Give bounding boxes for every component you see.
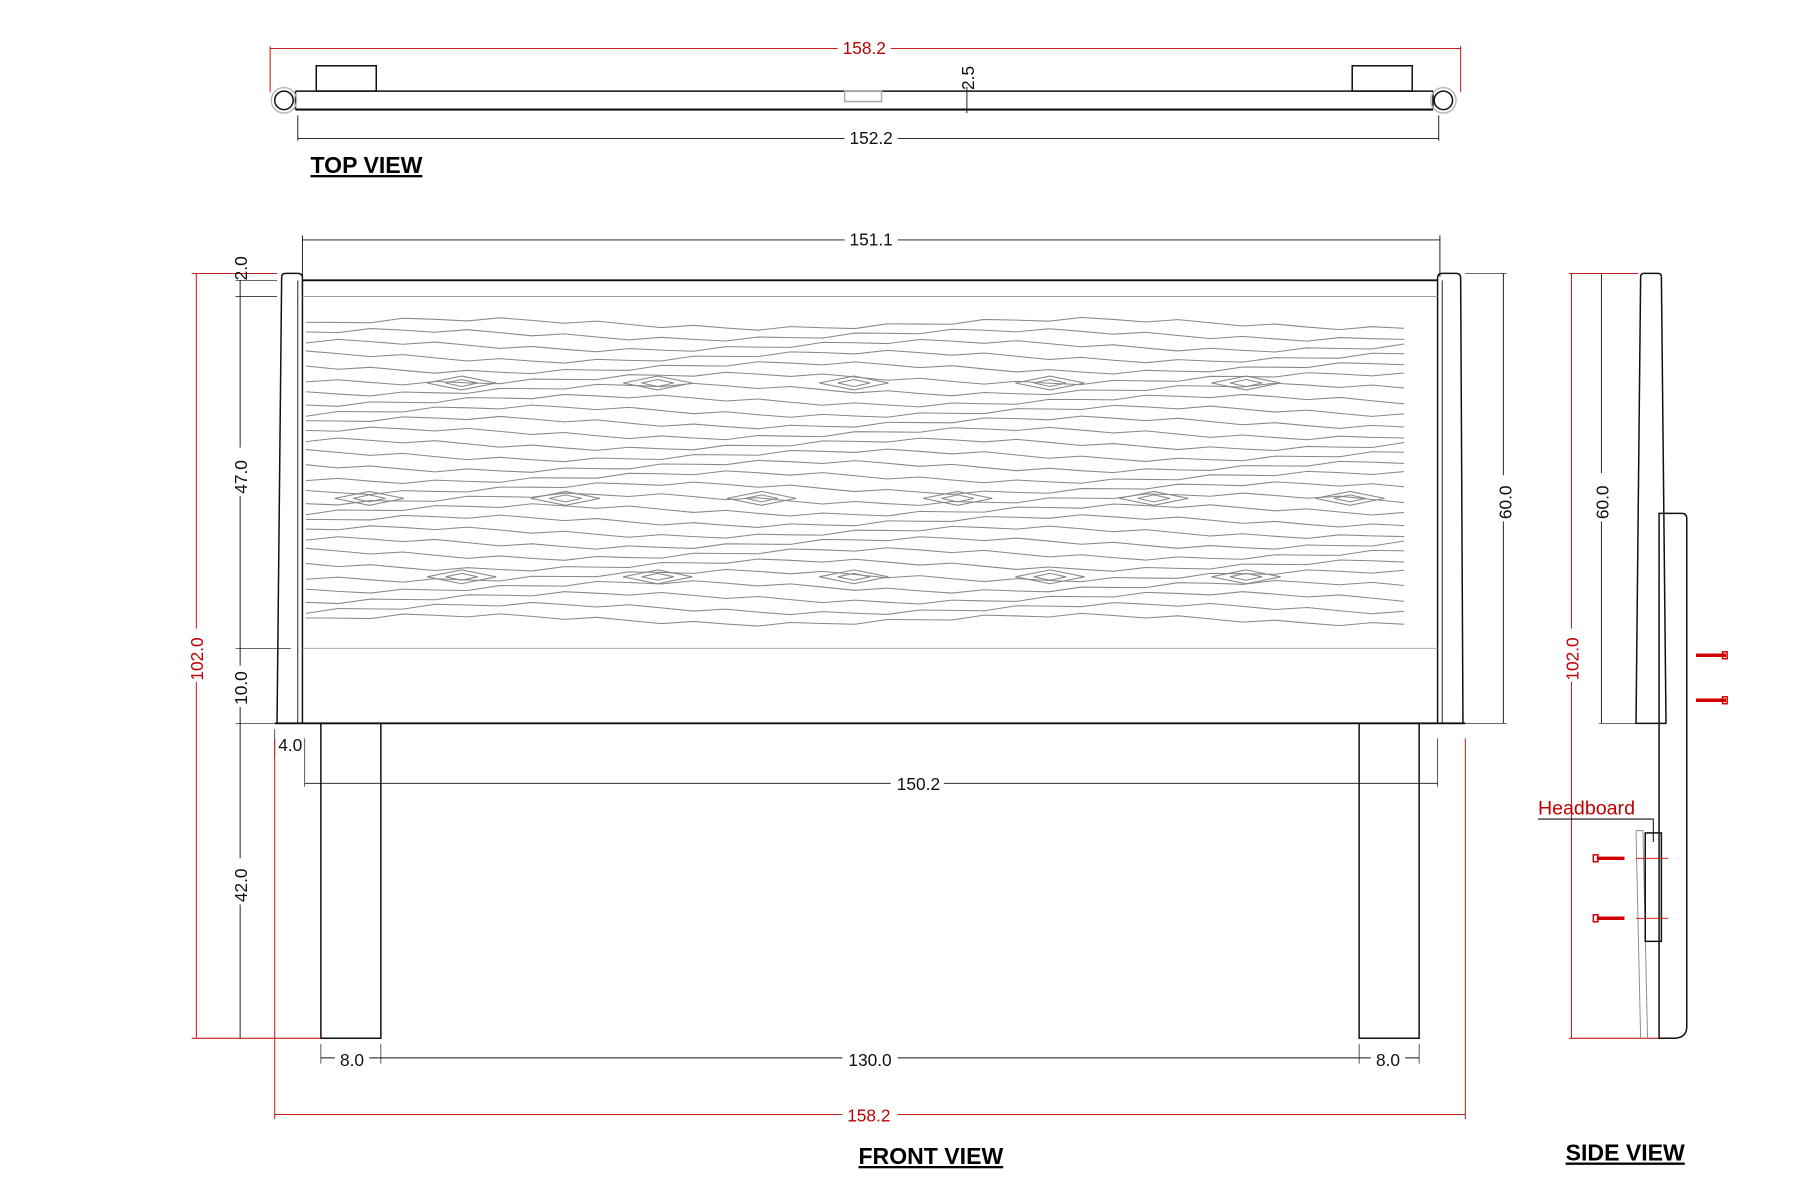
grain-knot bbox=[1211, 375, 1281, 391]
panel-height: 47.0 bbox=[231, 460, 251, 494]
grain-knot bbox=[530, 490, 601, 506]
grain-line bbox=[305, 579, 1405, 594]
grain-line bbox=[305, 481, 1405, 496]
wood-grain bbox=[305, 316, 1405, 627]
grain-line bbox=[305, 448, 1405, 463]
grain-line bbox=[305, 426, 1405, 441]
top-inner-width: 152.2 bbox=[850, 128, 893, 148]
grain-line bbox=[305, 459, 1405, 474]
grain-knot bbox=[426, 569, 497, 585]
grain-knot bbox=[922, 490, 993, 506]
leg-spacing: 130.0 bbox=[848, 1050, 891, 1070]
grain-line bbox=[305, 547, 1405, 561]
front-view-title: FRONT VIEW bbox=[858, 1143, 1003, 1169]
grain-line bbox=[305, 415, 1405, 430]
grain-line bbox=[305, 536, 1405, 550]
screw-icons bbox=[1592, 651, 1728, 923]
grain-knot bbox=[726, 490, 797, 506]
grain-line bbox=[305, 437, 1405, 452]
grain-knot bbox=[1119, 490, 1189, 506]
panel-width: 151.1 bbox=[850, 230, 893, 250]
grain-knot bbox=[1015, 375, 1085, 391]
grain-line bbox=[305, 328, 1405, 342]
grain-line bbox=[305, 404, 1405, 418]
grain-knot bbox=[334, 490, 405, 506]
grain-line bbox=[305, 349, 1405, 364]
side-total-height: 102.0 bbox=[1562, 637, 1582, 680]
grain-line bbox=[305, 601, 1405, 616]
grain-line bbox=[305, 382, 1405, 397]
side-headboard-height: 60.0 bbox=[1592, 485, 1612, 519]
leg-width-left: 8.0 bbox=[340, 1050, 364, 1070]
grain-line bbox=[305, 371, 1405, 386]
grain-line bbox=[305, 316, 1405, 331]
post-width: 4.0 bbox=[278, 735, 302, 755]
grain-line bbox=[305, 525, 1405, 539]
side-view-title: SIDE VIEW bbox=[1566, 1140, 1685, 1166]
grain-knot bbox=[426, 375, 497, 391]
grain-knot bbox=[1211, 569, 1281, 585]
grain-knot bbox=[819, 375, 889, 391]
grain-knot bbox=[623, 375, 693, 391]
grain-knot bbox=[1015, 569, 1085, 585]
inner-width: 150.2 bbox=[897, 774, 940, 794]
grain-line bbox=[305, 612, 1405, 627]
grain-line bbox=[305, 503, 1405, 517]
top-gap: 2.0 bbox=[231, 256, 251, 280]
bottom-rail-height: 10.0 bbox=[231, 671, 251, 705]
top-overall-width: 158.2 bbox=[843, 38, 886, 58]
grain-knot bbox=[819, 569, 889, 585]
grain-line bbox=[305, 514, 1405, 528]
total-height: 102.0 bbox=[187, 637, 207, 680]
grain-line bbox=[305, 338, 1405, 353]
front-view: 151.1 102.0 2.0 47.0 10.0 42.0 4.0 bbox=[184, 230, 1517, 1169]
top-depth: 2.5 bbox=[958, 66, 978, 90]
grain-line bbox=[305, 393, 1405, 408]
grain-knot bbox=[623, 569, 693, 585]
grain-knot bbox=[1315, 490, 1385, 506]
overall-width: 158.2 bbox=[847, 1105, 890, 1125]
grain-line bbox=[305, 492, 1405, 506]
grain-line bbox=[305, 569, 1405, 583]
leg-width-right: 8.0 bbox=[1376, 1050, 1400, 1070]
top-view: 158.2 2.5 152.2 TOP VIEW bbox=[269, 38, 1462, 178]
headboard-height: 60.0 bbox=[1495, 485, 1515, 519]
headboard-label: Headboard bbox=[1538, 797, 1635, 819]
top-view-title: TOP VIEW bbox=[310, 152, 422, 178]
grain-line bbox=[305, 470, 1405, 485]
grain-line bbox=[305, 558, 1405, 572]
leg-height: 42.0 bbox=[231, 868, 251, 902]
grain-line bbox=[305, 591, 1405, 605]
grain-line bbox=[305, 361, 1405, 375]
side-view: 102.0 60.0 Headboard SIDE VIEW bbox=[1538, 272, 1728, 1166]
